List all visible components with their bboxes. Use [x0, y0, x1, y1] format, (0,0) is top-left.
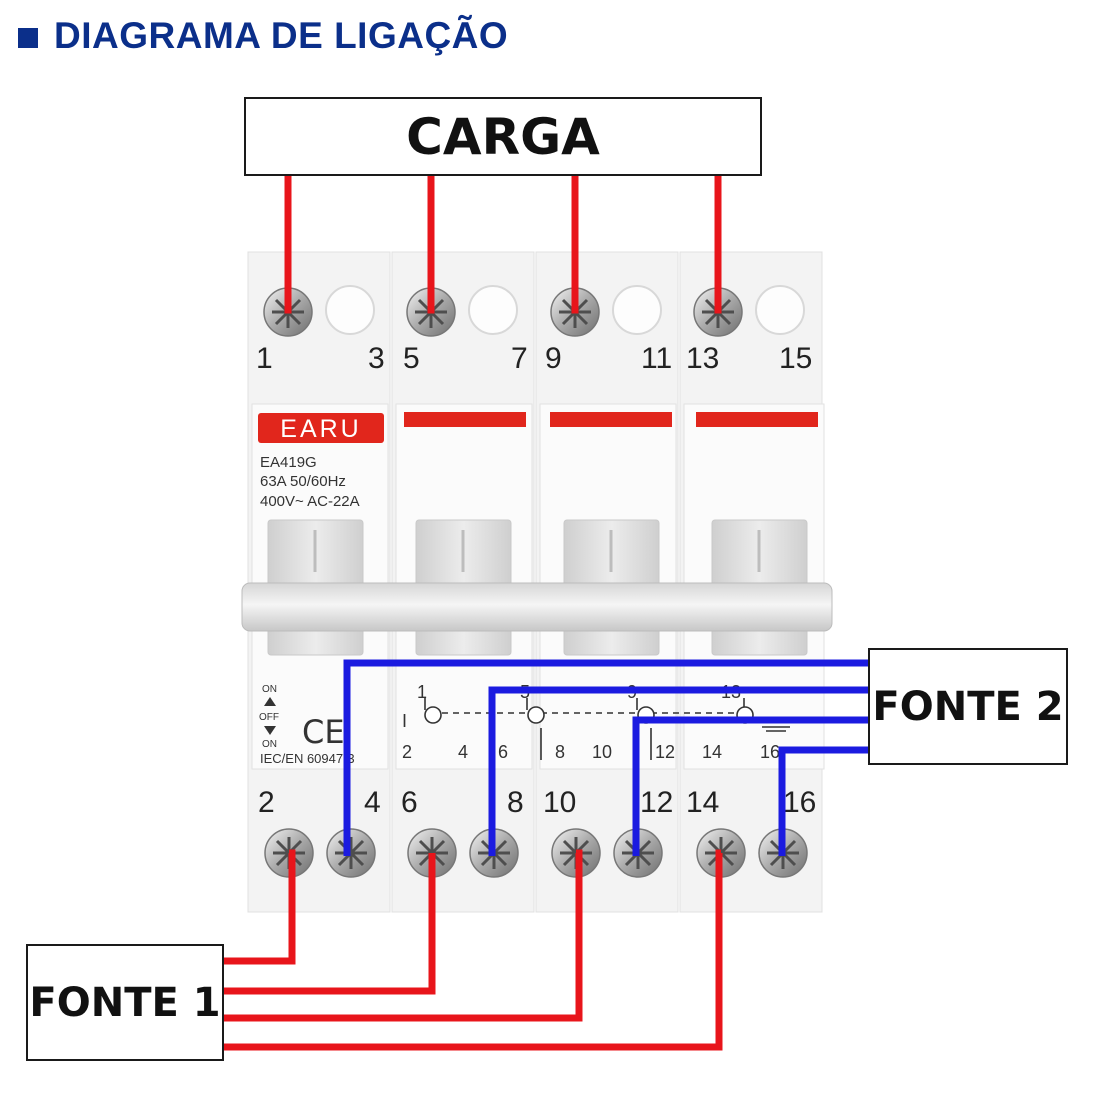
source2-wires	[343, 659, 870, 856]
terminal-label-7: 7	[511, 342, 528, 375]
bottom-screw-4	[326, 828, 376, 878]
source2-wire-8	[488, 686, 870, 856]
source2-wire-16	[778, 746, 870, 856]
up-arrow-icon	[264, 697, 276, 706]
load-box: CARGA	[244, 97, 762, 176]
handle-tie-bar	[241, 582, 833, 632]
schematic-label-10: 10	[592, 742, 612, 762]
rating-label-1: 63A 50/60Hz	[260, 473, 346, 490]
source1-wire-10	[222, 849, 583, 1022]
source1-box: FONTE 1	[26, 944, 224, 1061]
red-strip-2	[404, 412, 526, 427]
source1-wire-2	[222, 849, 296, 965]
terminal-label-5: 5	[403, 342, 420, 375]
source2-wire-4	[343, 659, 870, 856]
brand-text: EARU	[280, 415, 361, 443]
terminal-label-16: 16	[783, 786, 816, 819]
schematic-label-14: 14	[702, 742, 722, 762]
switch-body	[241, 251, 833, 913]
schematic-position-i: I	[402, 711, 407, 731]
terminal-label-10: 10	[543, 786, 576, 819]
page-title: DIAGRAMA DE LIGAÇÃO	[54, 15, 509, 56]
schematic-label-6: 6	[498, 742, 508, 762]
standard-label: IEC/EN 60947-3	[260, 751, 355, 766]
down-arrow-icon	[264, 726, 276, 735]
terminal-label-8: 8	[507, 786, 524, 819]
terminal-label-14: 14	[686, 786, 719, 819]
terminal-label-6: 6	[401, 786, 418, 819]
schematic-label-1: 1	[417, 682, 427, 702]
terminal-label-11: 11	[641, 342, 672, 375]
terminal-label-4: 4	[364, 786, 381, 819]
load-wires	[284, 169, 722, 314]
diagram-header: DIAGRAMA DE LIGAÇÃO	[18, 12, 508, 60]
on-label-bottom: ON	[262, 739, 277, 750]
red-strip-3	[550, 412, 672, 427]
off-label: OFF	[259, 712, 279, 723]
header-bullet-icon	[18, 28, 38, 48]
schematic-label-4: 4	[458, 742, 468, 762]
terminal-label-1: 1	[256, 342, 273, 375]
schematic-label-2: 2	[402, 742, 412, 762]
model-label: EA419G	[260, 454, 317, 471]
terminal-label-15: 15	[779, 342, 812, 375]
source1-wires	[222, 849, 723, 1051]
terminal-label-9: 9	[545, 342, 562, 375]
source2-box: FONTE 2	[868, 648, 1068, 765]
schematic-label-12: 12	[655, 742, 675, 762]
source2-wire-12	[632, 716, 870, 856]
terminal-label-13: 13	[686, 342, 719, 375]
terminal-label-12: 12	[640, 786, 673, 819]
schematic-label-16: 16	[760, 742, 780, 762]
schematic-label-8: 8	[555, 742, 565, 762]
on-label-top: ON	[262, 684, 277, 695]
terminal-label-2: 2	[258, 786, 275, 819]
brand-logo: EARU	[258, 413, 384, 443]
ce-mark: CE	[302, 713, 345, 751]
red-strip-4	[696, 412, 818, 427]
source1-wire-6	[222, 853, 436, 995]
terminal-label-3: 3	[368, 342, 385, 375]
rating-label-2: 400V~ AC-22A	[260, 493, 360, 510]
source1-wire-14	[222, 849, 723, 1051]
